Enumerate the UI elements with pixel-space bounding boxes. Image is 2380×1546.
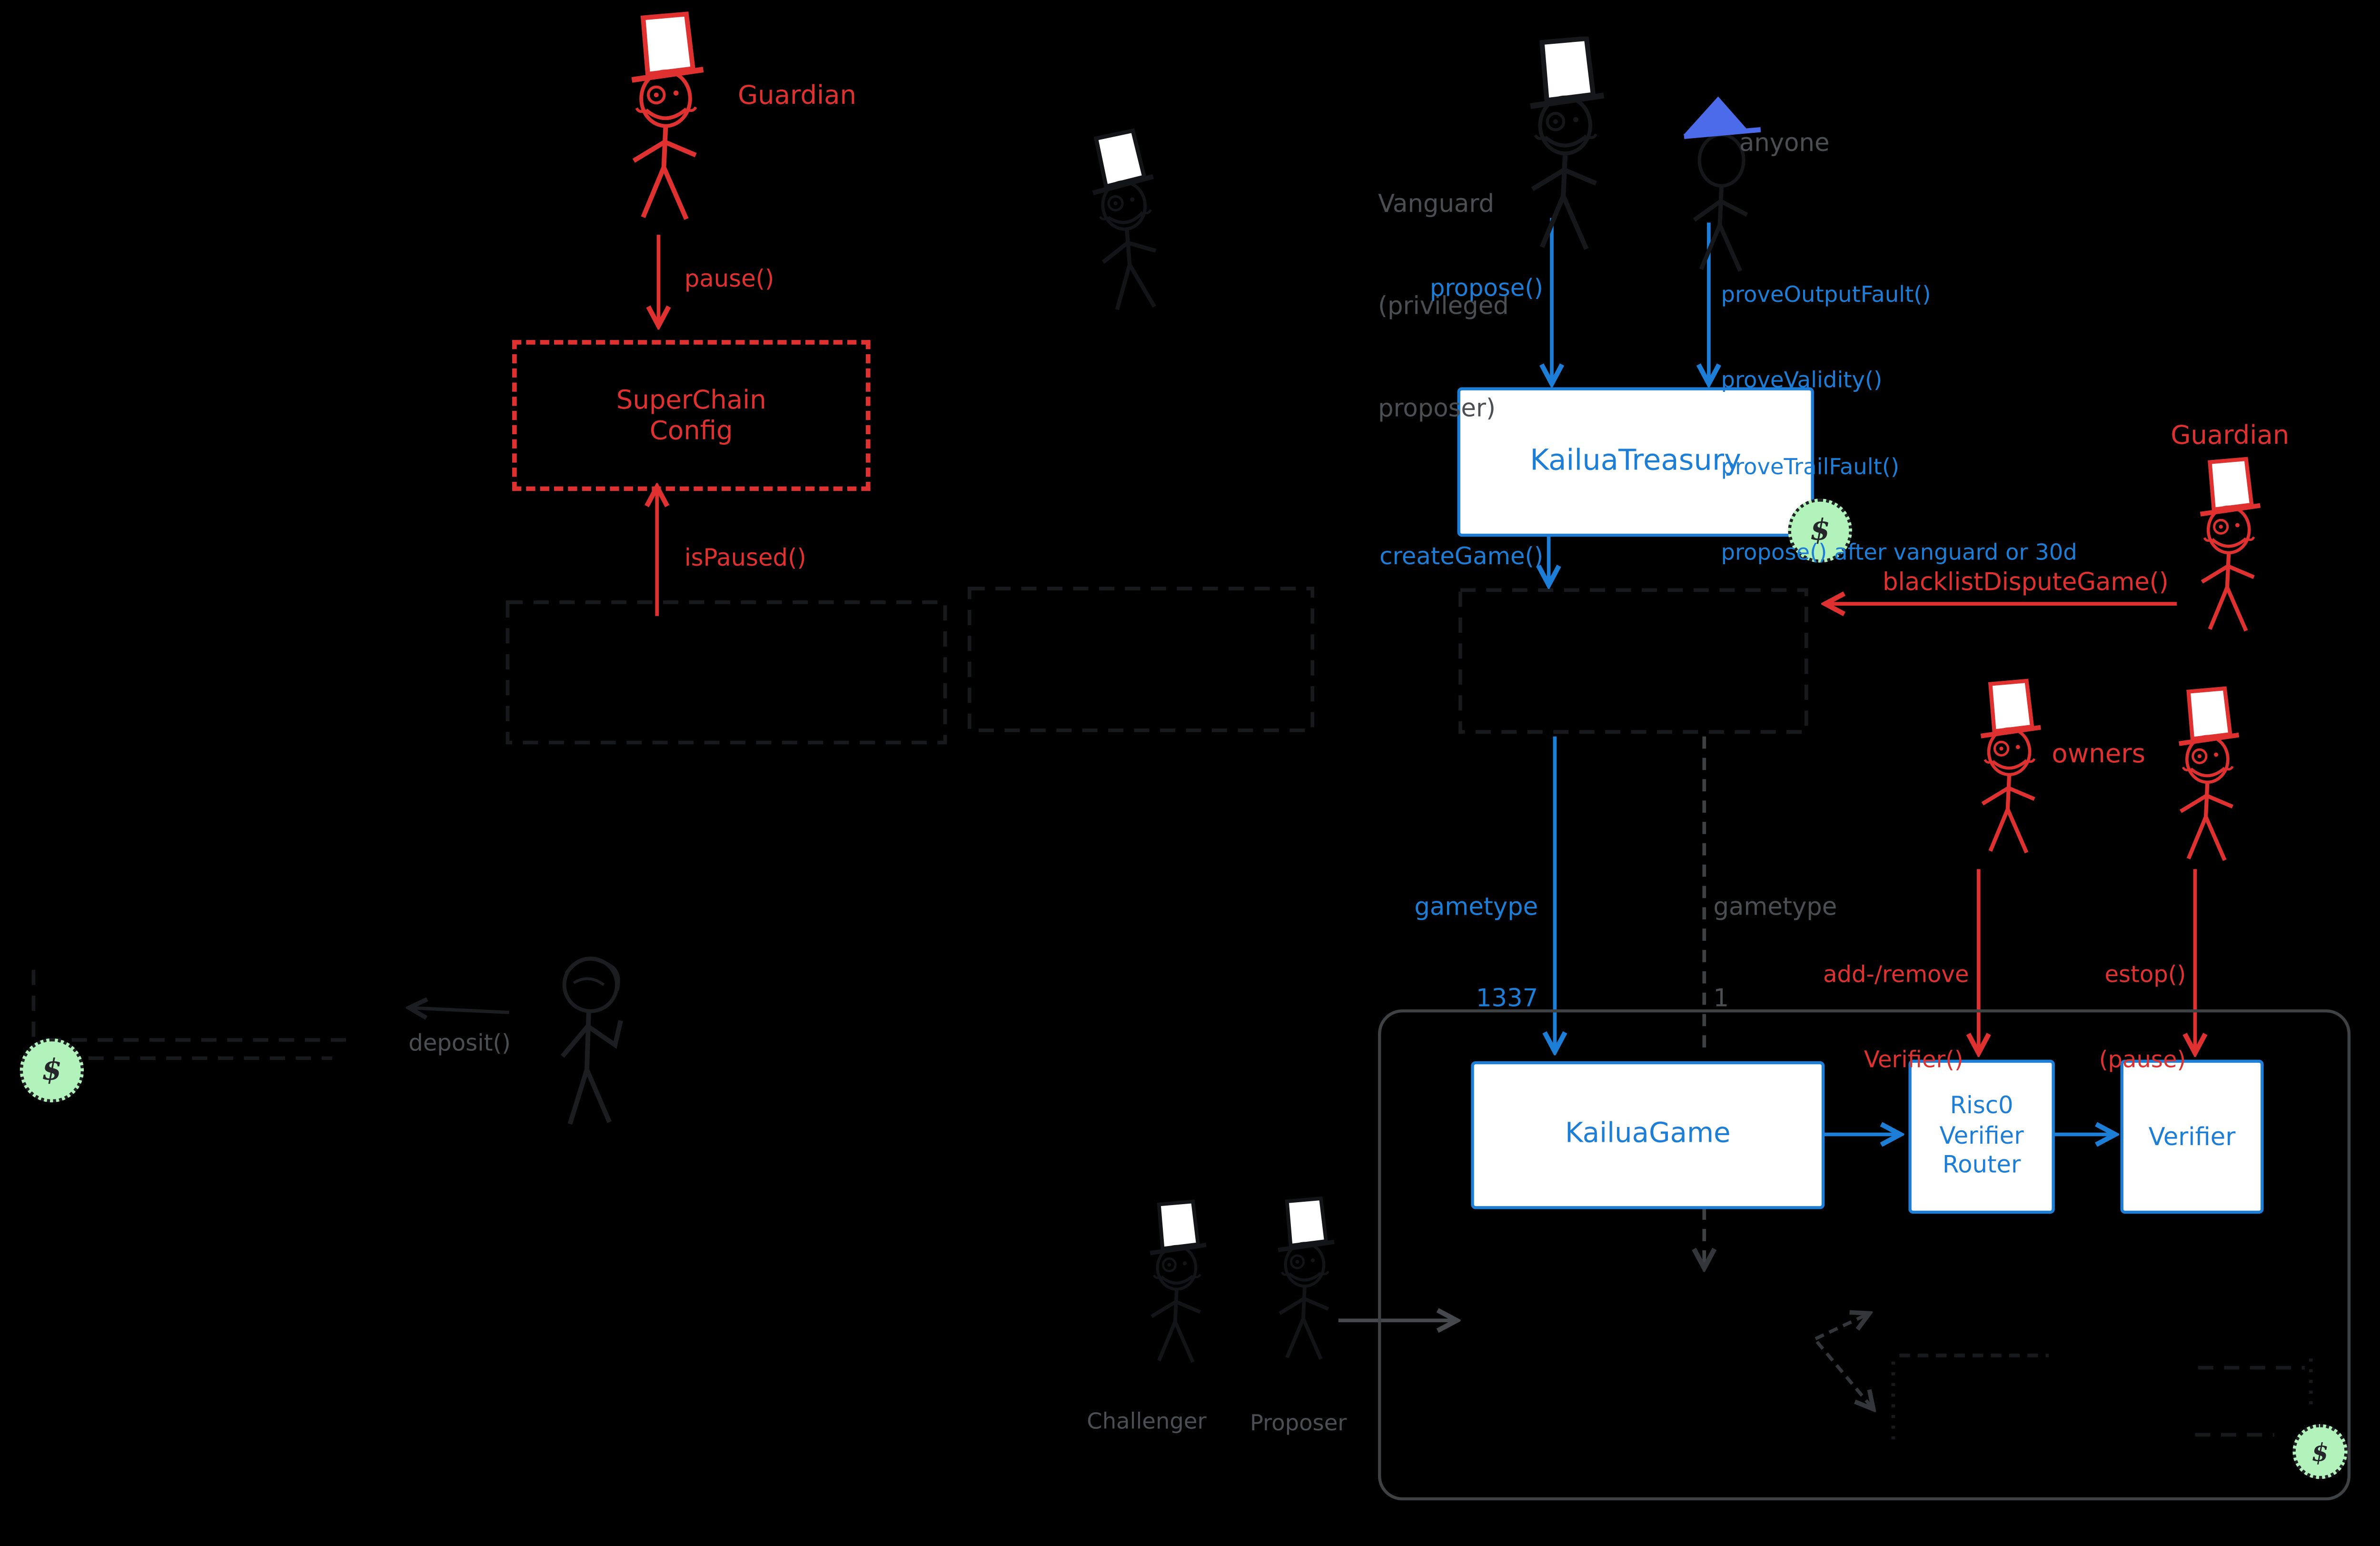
propose-call-label: propose() — [1429, 274, 1544, 302]
dollar-icon: $ — [2311, 1437, 2329, 1466]
challenger-label: Challenger — [1087, 1410, 1207, 1435]
ispaused-call-label: isPaused() — [684, 544, 806, 572]
add-remove-verifier-label: add-/remove Verifier() — [1823, 959, 1969, 1073]
prove-calls-label: proveOutputFault() proveValidity() prove… — [1721, 283, 2077, 566]
vanguard-figure — [1501, 37, 1617, 269]
guardian-top-label: Guardian — [737, 80, 856, 111]
superchain-config-box: SuperChain Config — [512, 340, 871, 491]
kailua-treasury-box: KailuaTreasury — [1457, 387, 1814, 537]
dollar-icon: $ — [41, 1053, 62, 1087]
depositor-figure — [530, 942, 643, 1174]
challenger-figure — [1128, 1196, 1217, 1382]
guardian-top-figure — [604, 9, 716, 241]
router-label-line3: Router — [1942, 1151, 2021, 1179]
kailua-treasury-label: KailuaTreasury — [1530, 444, 1742, 478]
proposer-figure — [1256, 1192, 1345, 1378]
vanguard-label: Vanguard (privileged proposer) — [1378, 189, 1509, 423]
kailua-game-label: KailuaGame — [1565, 1118, 1731, 1150]
guardian-right-figure — [2177, 445, 2271, 658]
owners-label: owners — [2052, 739, 2146, 770]
router-label-line2: Verifier — [1939, 1122, 2024, 1150]
owner-figure-1 — [1957, 672, 2052, 875]
risc0-verifier-router-box: Risc0 Verifier Router — [1908, 1059, 2055, 1214]
payout-money-badge: $ — [2292, 1424, 2348, 1479]
superchain-config-label-line1: SuperChain — [616, 385, 766, 416]
dollar-icon: $ — [1810, 514, 1830, 548]
resolve-dashed-arrows — [1815, 1314, 1872, 1407]
gametype-1-label: gametype 1 — [1713, 892, 1837, 1013]
blacklist-call-label: blacklistDisputeGame() — [1882, 567, 2169, 597]
deposit-arrow — [412, 1008, 509, 1013]
deposit-money-badge: $ — [20, 1038, 84, 1103]
creategame-call-label: createGame() — [1379, 543, 1544, 570]
estop-label: estop() (pause) — [2099, 959, 2186, 1073]
verifier-box: Verifier — [2120, 1059, 2264, 1214]
superchain-config-label-line2: Config — [649, 415, 733, 446]
guardian-right-label: Guardian — [2171, 420, 2290, 451]
owner-figure-2 — [2155, 680, 2250, 883]
red-arrows — [657, 235, 2195, 1050]
router-label-line1: Risc0 — [1950, 1092, 2013, 1120]
anyone-label: anyone — [1739, 128, 1830, 157]
verifier-label: Verifier — [2148, 1121, 2236, 1151]
deposit-call-label: deposit() — [408, 1029, 511, 1057]
treasury-money-badge: $ — [1788, 499, 1852, 563]
gametype-1337-label: gametype 1337 — [1414, 892, 1538, 1013]
pause-call-label: pause() — [684, 265, 774, 293]
game-sandbox-container — [1378, 1009, 2351, 1501]
proposer-label: Proposer — [1250, 1412, 1347, 1436]
kailua-game-box: KailuaGame — [1471, 1061, 1825, 1209]
